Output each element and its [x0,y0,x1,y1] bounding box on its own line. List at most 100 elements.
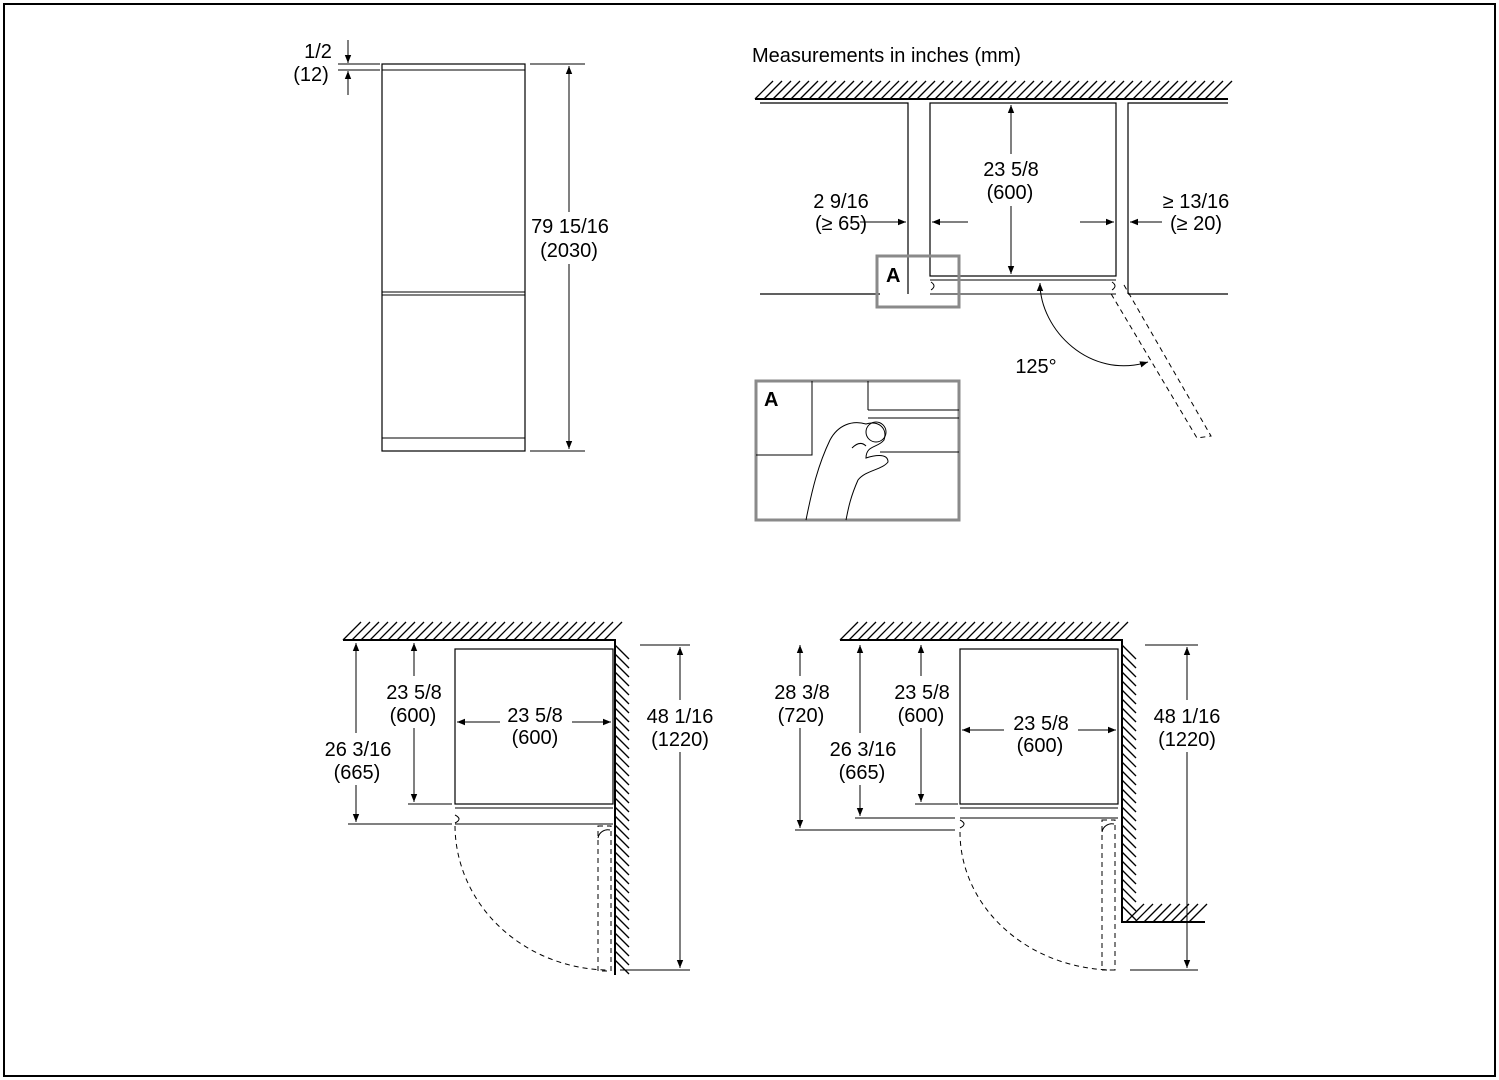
wall-hatch [1037,621,1057,641]
wall-hatch [614,860,630,876]
corner-view-1: 23 5/8 (600) 26 3/16 (665) 23 5/8 (600) … [322,621,716,975]
wall-hatch [1064,621,1084,641]
wall-hatch [1055,621,1075,641]
wall-hatch [790,80,810,100]
c1-door-mm: (665) [334,762,381,784]
height-in: 79 15/16 [531,216,609,238]
wall-hatch [558,621,578,641]
wall-hatch [1010,621,1030,641]
wall-hatch [614,662,630,678]
wall-hatch [486,621,506,641]
wall-hatch [614,806,630,822]
wall-hatch [614,851,630,867]
wall-hatch [880,80,900,100]
wall-hatch [893,621,913,641]
left-gap-mm: (≥ 65) [815,213,867,235]
wall-hatch [614,743,630,759]
fridge-top-view [929,102,1117,277]
wall-hatch [1121,716,1137,732]
wall-hatch [351,621,371,641]
wall-hatch [504,621,524,641]
wall-hatch [1091,621,1111,641]
corner-view-2: 28 3/8 (720) 26 3/16 (665) 23 5/8 (600) … [766,621,1224,971]
wall-hatch [1150,80,1170,100]
wall-hatch [1073,621,1093,641]
right-gap-mm: (≥ 20) [1170,213,1222,235]
wall-hatch [1121,788,1137,804]
wall-hatch [1213,80,1233,100]
wall-hatch [884,621,904,641]
wall-hatch [614,707,630,723]
wall-hatch [423,621,443,641]
wall-hatch [441,621,461,641]
wall-hatch [1109,621,1129,641]
wall-hatch [925,80,945,100]
wall-hatch [567,621,587,641]
wall-hatch [1069,80,1089,100]
wall-hatch [938,621,958,641]
page-title: Measurements in inches (mm) [752,45,1021,67]
wall-hatch [772,80,792,100]
wall-hatch [1096,80,1116,100]
wall-hatch [614,653,630,669]
detail-letter-a: A [764,389,778,411]
fridge-corner-2 [959,648,1119,805]
wall-hatch [614,689,630,705]
callout-letter-a: A [886,265,900,287]
wall-hatch [513,621,533,641]
wall-hatch [1015,80,1035,100]
wall-hatch [540,621,560,641]
side-view: 1/2 (12) 79 15/16 (2030) [293,40,609,452]
wall-hatch [902,621,922,641]
wall-hatch [1121,851,1137,867]
wall-hatch [1121,770,1137,786]
c1-depth-mm: (600) [390,705,437,727]
wall-hatch [1195,80,1215,100]
wall-hatch [1121,671,1137,687]
wall-hatch [920,621,940,641]
c2-depth-in: 23 5/8 [894,682,950,704]
wall-hatch [929,621,949,641]
wall-hatch [992,621,1012,641]
wall-hatch [1105,80,1125,100]
c2-swing-mm: (1220) [1158,729,1216,751]
wall-hatch [799,80,819,100]
wall-hatch [531,621,551,641]
wall-hatch [614,887,630,903]
wall-hatch [614,896,630,912]
wall-hatch [614,734,630,750]
wall-hatch [614,833,630,849]
wall-hatch [614,878,630,894]
wall-hatch [983,621,1003,641]
wall-hatch [979,80,999,100]
wall-hatch [1001,621,1021,641]
svg-text:1/2: 1/2 [304,41,332,63]
wall-hatch [378,621,398,641]
wall-hatch [754,80,774,100]
wall-hatch [1042,80,1062,100]
wall-hatch [387,621,407,641]
wall-hatch [1121,707,1137,723]
wall-hatch [614,923,630,939]
wall-hatch [614,716,630,732]
wall-hatch [889,80,909,100]
wall-hatch [614,644,630,660]
wall-hatch [1168,80,1188,100]
wall-hatch [614,725,630,741]
top-gap-mm: (12) [293,64,329,86]
wall-hatch [594,621,614,641]
wall-hatch [576,621,596,641]
wall-hatch [1161,903,1181,923]
wall-hatch [1179,903,1199,923]
c1-width-mm: (600) [512,727,559,749]
wall-hatch [839,621,859,641]
wall-hatch [866,621,886,641]
c2-total-mm: (720) [778,705,825,727]
angle-label: 125° [1015,356,1056,378]
wall-hatch [614,797,630,813]
wall-hatch [907,80,927,100]
wall-hatch [1121,644,1137,660]
hand-illustration [805,422,889,521]
wall-hatch [522,621,542,641]
